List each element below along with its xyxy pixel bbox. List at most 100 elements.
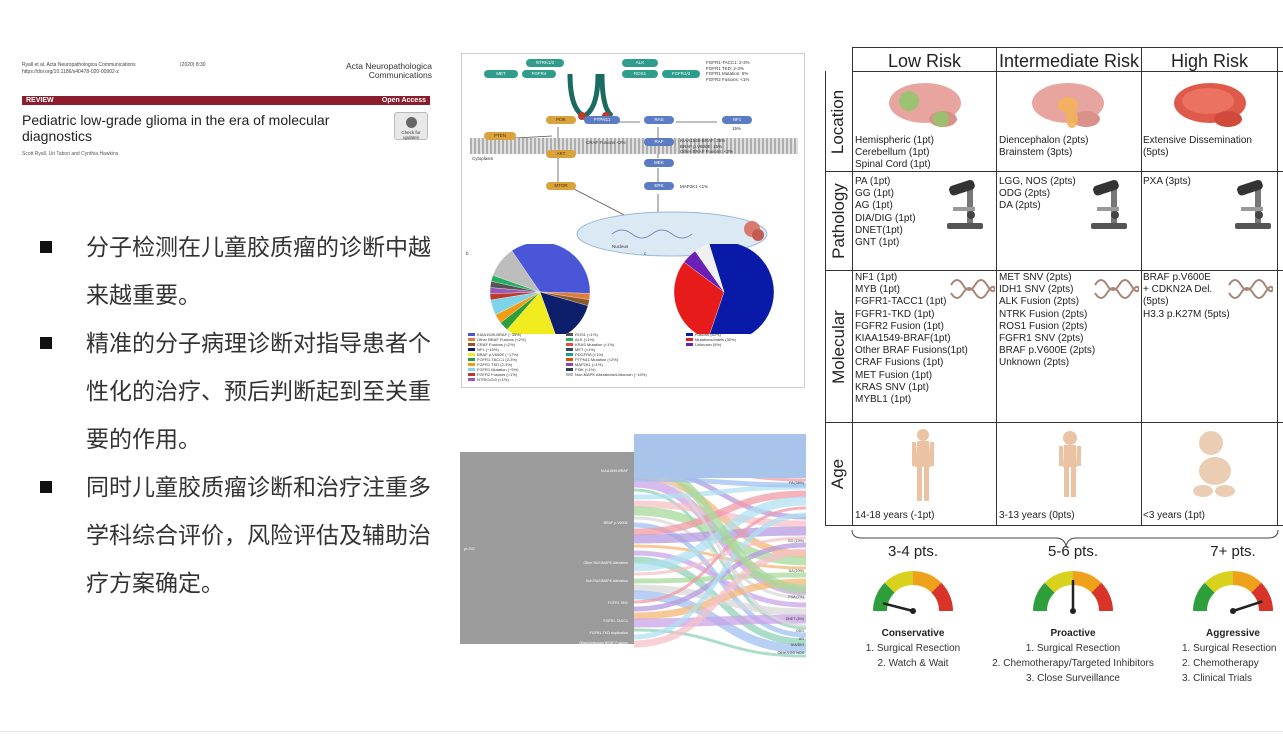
grid-line <box>825 525 1283 526</box>
microscope-icon <box>947 179 983 229</box>
row-label-location: Location <box>825 72 852 171</box>
legend-item: CRAF Fusions (<2%) <box>468 342 526 347</box>
legend-item: PTPN11 Mutation (<2%) <box>566 357 647 362</box>
gauge-hub <box>1070 608 1076 614</box>
raf-notes: KIAA1549-BRAF: 35% BRAF p.V600E: 15% Oth… <box>680 138 733 155</box>
node-ptpn11: PTPN11 <box>584 116 620 124</box>
gauge-hub <box>910 608 916 614</box>
sankey-left-label: FGFR1-TACC1 <box>604 619 629 623</box>
sankey-root-label: pLGG <box>464 546 475 551</box>
node-pi3k: PI3K <box>546 116 576 124</box>
row-label-pathology: Pathology <box>825 172 852 270</box>
sankey-left-label: MYB/MYBL1 <box>607 649 628 653</box>
sankey-left-label: FGFR1 SNV <box>608 601 629 605</box>
baby-figure-icon <box>1193 431 1235 497</box>
legend-label: PDGFRA (<1%) <box>575 352 604 357</box>
col-header-intermediate: Intermediate Risk <box>998 51 1140 71</box>
sankey-ribbon <box>633 484 807 500</box>
gauge-segment <box>1233 571 1262 593</box>
legend-swatch <box>468 368 475 372</box>
receptor-note: FGFR2 Fusions: <1% <box>706 76 750 82</box>
legend-swatch <box>468 343 475 347</box>
gauge-hub <box>1230 608 1236 614</box>
legend-item: Unknown (5%) <box>686 342 736 347</box>
legend-label: FGFR1 Mutation (~5%) <box>477 367 519 372</box>
check-updates-icon <box>406 117 417 128</box>
pie-slice <box>506 291 556 334</box>
row-label-text: Location <box>828 89 848 154</box>
cell-line: CRAF Fusions (1pt) <box>855 357 944 369</box>
gauge-segment <box>1091 582 1113 611</box>
cell-line: IDH1 SNV (2pts) <box>999 284 1074 296</box>
legend-item: NF1 (~15%) <box>468 347 526 352</box>
grid-line <box>1277 47 1278 526</box>
cell-line: (5pts) <box>1143 296 1169 308</box>
grid-line <box>1141 47 1142 526</box>
cell-line: ALK Fusion (2pts) <box>999 296 1080 308</box>
cell-line: ODG (2pts) <box>999 188 1051 200</box>
paper-title: Pediatric low-grade glioma in the era of… <box>22 112 330 144</box>
legend-label: MET (<1%) <box>575 347 596 352</box>
gauge-segment <box>873 582 895 611</box>
legend-swatch <box>566 353 573 357</box>
legend-item: PI3K (<1%) <box>566 367 647 372</box>
cell-location-low: Hemispheric (1pt) Cerebellum (1pt) Spina… <box>855 135 934 172</box>
child-figure-icon <box>1059 431 1081 497</box>
row-label-age: Age <box>825 423 852 525</box>
gauge-needle <box>1231 600 1263 613</box>
cell-line: LGG, NOS (2pts) <box>999 176 1076 187</box>
legend-label: NTRK1/2/3 (<1%) <box>477 377 509 382</box>
legend-item: PDGFRA (<1%) <box>566 352 647 357</box>
sankey-left-block <box>460 452 634 644</box>
check-updates-label: Check for updates <box>401 130 421 140</box>
sankey-right-label: Other/LGG NOS <box>778 651 805 655</box>
legend-item: FGFR1 TKD (2-3%) <box>468 362 526 367</box>
gauge-segment <box>1204 571 1233 593</box>
legend-item: MET (<1%) <box>566 347 647 352</box>
legend-swatch <box>468 338 475 342</box>
sankey-right-label: PXA (7%) <box>788 595 804 599</box>
cell-line: FGFR2 Fusion (1pt) <box>855 320 944 332</box>
node-erk: ERK <box>644 182 674 190</box>
cell-line: BRAF p.V600E <box>1143 272 1211 283</box>
sankey-ribbon <box>633 476 807 488</box>
gauge-line: 1. Surgical Resection <box>1182 643 1277 654</box>
legend-label: MAP2K1 (<1%) <box>575 362 603 367</box>
legend-swatch <box>566 343 573 347</box>
cell-pathology-low: PA (1pt) GG (1pt) AG (1pt) DIA/DIG (1pt)… <box>855 176 916 249</box>
cytoplasm-label: Cytoplasm <box>472 156 494 161</box>
legend-item: KIAA1549-BRAF (~35%) <box>468 332 526 337</box>
receptor-note: FGFR1 TKD: 2-3% <box>706 65 744 71</box>
cell-line: Other BRAF Fusions(1pt) <box>855 345 968 357</box>
teen-figure-icon <box>912 429 934 501</box>
gauge-title: Conservative <box>881 628 945 639</box>
nf1-percent: 15% <box>732 126 742 131</box>
legend-swatch <box>566 333 573 337</box>
bullet-square-icon <box>40 337 52 349</box>
node-mtor: MTOR <box>546 182 576 190</box>
node-akt: AKT <box>546 150 576 158</box>
brain-high-icon <box>1174 83 1246 127</box>
brain-intermediate-icon <box>1032 83 1104 128</box>
legend-swatch <box>686 338 693 342</box>
legend-swatch <box>566 368 573 372</box>
bullet-item: 同时儿童胶质瘤诊断和治疗注重多学科综合评价，风险评估及辅助治疗方案确定。 <box>36 464 436 608</box>
legend-left: KIAA1549-BRAF (~35%) Other BRAF Fusions … <box>468 332 526 382</box>
brain-low-icon <box>889 83 961 127</box>
sankey-ribbon <box>633 512 807 640</box>
risk-table: Low Risk Intermediate Risk High Risk Loc… <box>825 47 1283 527</box>
cell-line: BRAF p.V600E (2pts) <box>999 345 1096 357</box>
sankey-ribbon <box>633 490 807 536</box>
cell-line: DA (2pts) <box>999 200 1041 212</box>
bullet-text: 精准的分子病理诊断对指导患者个性化的治疗、预后判断起到至关重要的作用。 <box>86 331 431 453</box>
sankey-right-label: PA (35%) <box>789 481 804 485</box>
microscope-icon <box>1235 179 1271 229</box>
cell-line: PXA (3pts) <box>1143 176 1191 187</box>
legend-label: FGFR1 TKD (2-3%) <box>477 362 513 367</box>
sankey-right-label: DIA/DIG <box>791 643 805 647</box>
cell-line: ROS1 Fusion (2pts) <box>999 320 1088 332</box>
cell-line: Spinal Cord (1pt) <box>855 159 931 171</box>
grid-line <box>825 270 1283 271</box>
gauge-line: 2. Chemotherapy <box>1182 658 1259 669</box>
